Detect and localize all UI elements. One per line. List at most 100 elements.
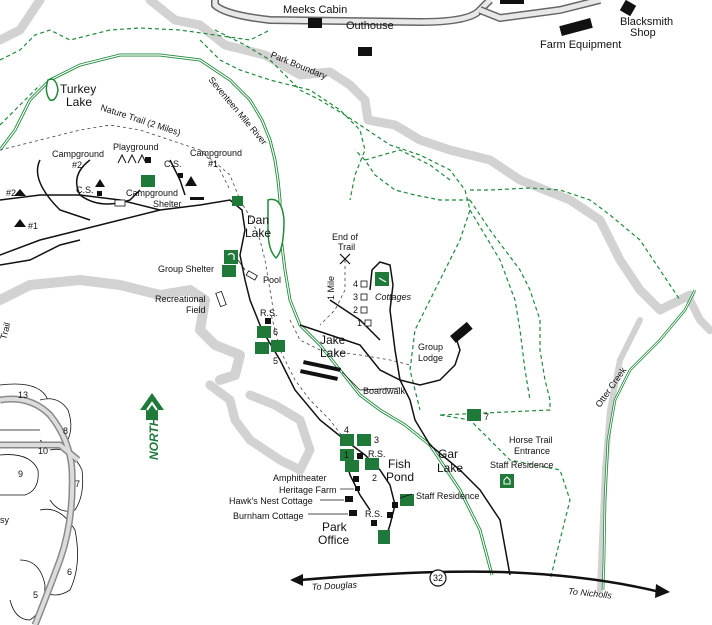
- horse-trail-label-1: Horse Trail: [509, 435, 553, 445]
- meeks-cabin-label: Meeks Cabin: [283, 4, 347, 16]
- outhouse-building: [358, 47, 372, 56]
- group-lodge-label-1: Group: [418, 342, 443, 352]
- site-10-label: 10: [38, 446, 48, 456]
- park-roads: [0, 159, 511, 576]
- cs-right-building: [178, 173, 183, 178]
- playground-building: [145, 157, 151, 163]
- rs-top-label: R.S.: [260, 308, 278, 318]
- group-lodge-label-2: Lodge: [418, 353, 443, 363]
- site-7-loop-label: 7: [75, 479, 80, 489]
- seventeen-mile-river: [0, 53, 494, 576]
- blacksmith-label-2: Shop: [630, 27, 656, 39]
- picnic-icon: [345, 460, 359, 472]
- turkey-lake-label-1: Turkey: [60, 82, 96, 96]
- arrow-left-icon: [290, 574, 303, 586]
- site-8-label: 8: [63, 426, 68, 436]
- site-1-label: 1: [344, 450, 349, 460]
- cottage-4-box: [360, 280, 368, 288]
- site-6-loop-label: 6: [67, 567, 72, 577]
- dan-lake-label-1: Dan: [247, 213, 269, 227]
- rs-bottom-building: [371, 520, 377, 526]
- burnham-cottage-label: Burnham Cottage: [233, 511, 304, 521]
- north-arrow: [140, 393, 164, 420]
- tent-icons: [14, 153, 197, 227]
- picnic-icon: [222, 265, 236, 277]
- cottage-3-box: [360, 293, 368, 301]
- dan-lake-label-2: Lake: [245, 226, 271, 240]
- park-office-label-1: Park: [322, 520, 348, 534]
- group-lodge-building: [450, 321, 473, 343]
- playground-label: Playground: [113, 142, 159, 152]
- route-32-label: 32: [433, 573, 443, 583]
- recreational-field-label-1: Recreational: [155, 294, 206, 304]
- fish-pond-label-2: Pond: [386, 470, 414, 484]
- picnic-icon: [500, 474, 514, 488]
- route-32-shield: [429, 569, 447, 587]
- picnic-icon: [467, 409, 481, 421]
- fish-pond-label-1: Fish: [388, 457, 411, 471]
- park-office-label-2: Office: [318, 533, 349, 547]
- cottage-1-box: [364, 319, 372, 327]
- arrow-right-icon: [655, 584, 670, 598]
- group-shelter-label: Group Shelter: [158, 264, 214, 274]
- picnic-icon: [141, 175, 155, 187]
- hawks-nest-building: [345, 496, 353, 502]
- campground-shelter-label-1: Campground: [126, 188, 178, 198]
- meeks-cabin-building: [308, 18, 322, 28]
- amphitheater-label: Amphitheater: [273, 473, 327, 483]
- cottages-label: Cottages: [375, 292, 412, 302]
- rs-mid-label: R.S.: [368, 449, 386, 459]
- picnic-icon: [357, 434, 371, 446]
- cs-left-label: C.S.: [76, 185, 94, 195]
- horse-trail-label-2: Entrance: [514, 446, 550, 456]
- end-of-trail-marker: [339, 253, 351, 265]
- tent-icon: [14, 219, 26, 227]
- picnic-icon: [271, 340, 285, 352]
- staff-residence-right-label: Staff Residence: [490, 460, 553, 470]
- picnic-icon: [257, 326, 271, 338]
- farm-equipment-label: Farm Equipment: [540, 39, 621, 51]
- cottage-2-box: [360, 306, 368, 314]
- blacksmith-label-1: Blacksmith: [620, 16, 673, 28]
- rs-top-building: [265, 318, 271, 324]
- shelter-bar: [190, 197, 204, 200]
- top-road: [211, 0, 601, 27]
- lakes: [45, 78, 285, 260]
- staff-residence-mid-label: Staff Residence: [416, 491, 479, 501]
- amphitheater-building: [353, 476, 359, 482]
- burnham-building: [349, 510, 357, 516]
- farm-equipment-building: [559, 18, 593, 36]
- picnic-icon: [232, 196, 243, 206]
- tent-icon: [14, 189, 26, 196]
- nature-trail-label: Nature Trail (2 Miles): [99, 102, 182, 137]
- rs-mid-building: [357, 453, 363, 459]
- campground1-label-1: Campground: [190, 148, 242, 158]
- picnic-icon: [375, 272, 389, 286]
- end-of-trail-label-2: Trail: [338, 242, 355, 252]
- seventeen-mile-river-label: Seventeen Mile River: [206, 75, 269, 147]
- campground-shelter-label-2: Shelter: [153, 199, 182, 209]
- boardwalk-label: Boardwalk: [363, 386, 406, 396]
- tent-icon: [185, 176, 197, 186]
- recreational-field-label-2: Field: [186, 305, 206, 315]
- heritage-farm-building: [355, 486, 360, 491]
- otter-creek: [601, 289, 697, 591]
- hawks-nest-label: Hawk's Nest Cottage: [229, 496, 313, 506]
- boardwalk-bars: [299, 360, 342, 381]
- phone-icon: [378, 530, 390, 544]
- site-5-label: 5: [273, 356, 278, 366]
- labels: Meeks Cabin Outhouse Blacksmith Shop Far…: [0, 4, 673, 601]
- site-9-label: 9: [18, 469, 23, 479]
- park-office-building: [387, 512, 393, 518]
- cottage-3-label: 3: [353, 292, 358, 302]
- jake-lake-label-1: Jake: [320, 333, 346, 347]
- picnic-icon: [340, 434, 354, 446]
- leader-lines: [237, 259, 413, 515]
- gar-lake-label-1: Gar: [438, 447, 458, 461]
- cottage-4-label: 4: [353, 279, 358, 289]
- picnic-icon: [255, 342, 269, 354]
- jake-lake-label-2: Lake: [320, 346, 346, 360]
- campground2-label-2: #2: [72, 160, 82, 170]
- campground2-label-1: Campground: [52, 149, 104, 159]
